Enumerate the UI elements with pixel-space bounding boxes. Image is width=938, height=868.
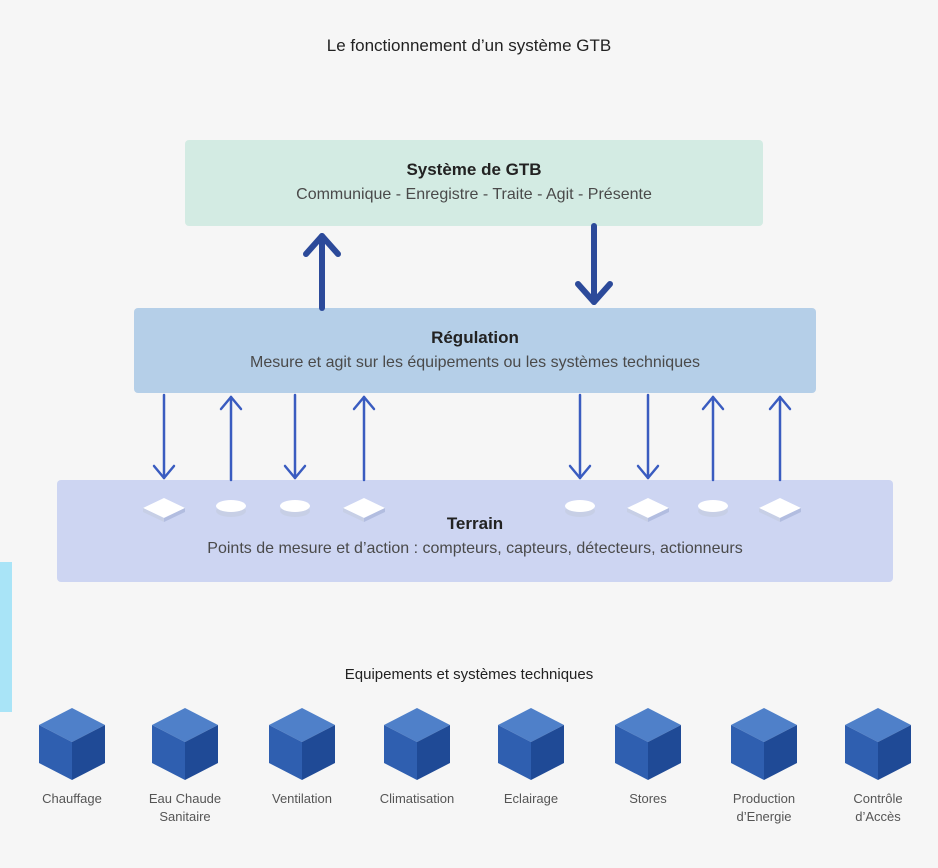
equipement-item: Stores bbox=[593, 706, 703, 808]
cube-icon bbox=[152, 708, 218, 780]
regulation-heading: Régulation bbox=[431, 328, 519, 347]
diamond-sensor-icon bbox=[627, 498, 669, 522]
cube-icon bbox=[615, 708, 681, 780]
thin-arrow-down-2 bbox=[283, 393, 307, 480]
cube-icon bbox=[498, 708, 564, 780]
diagram-title: Le fonctionnement d’un système GTB bbox=[326, 36, 612, 55]
thin-arrow-up-4 bbox=[768, 395, 792, 482]
equipement-item: Chauffage bbox=[17, 706, 127, 808]
cube-icon bbox=[845, 708, 911, 780]
thick-arrow-up bbox=[303, 233, 341, 311]
terrain-heading: Terrain bbox=[446, 514, 504, 533]
equipement-item: Climatisation bbox=[362, 706, 472, 808]
gtb-subtitle: Communique - Enregistre - Traite - Agit … bbox=[296, 186, 652, 203]
cube-icon bbox=[39, 708, 105, 780]
equipement-item: Production d’Energie bbox=[709, 706, 819, 826]
cube-icon bbox=[731, 708, 797, 780]
equipement-label-line1: Climatisation bbox=[379, 791, 455, 806]
disc-sensor-icon bbox=[698, 500, 728, 517]
diamond-sensor-icon bbox=[759, 498, 801, 522]
thick-arrow-down bbox=[575, 223, 613, 305]
left-accent-bar bbox=[0, 562, 12, 712]
diamond-sensor-icon bbox=[143, 498, 185, 522]
equipement-label-line1: Contrôle bbox=[853, 791, 903, 806]
gtb-heading: Système de GTB bbox=[406, 160, 542, 179]
disc-sensor-icon bbox=[565, 500, 595, 517]
regulation-box: Régulation Mesure et agit sur les équipe… bbox=[134, 308, 816, 393]
equipement-label-line1: Production bbox=[732, 791, 796, 806]
cube-icon bbox=[384, 708, 450, 780]
equipement-label-line1: Eau Chaude bbox=[148, 791, 222, 806]
terrain-box: Terrain Points de mesure et d’action : c… bbox=[57, 480, 893, 582]
cube-icon bbox=[269, 708, 335, 780]
equipement-item: Contrôle d’Accès bbox=[823, 706, 933, 826]
equipement-label-line1: Chauffage bbox=[42, 791, 102, 806]
thin-arrow-down-3 bbox=[568, 393, 592, 480]
equipement-label-line1: Stores bbox=[629, 791, 667, 806]
equipement-label-line2: Sanitaire bbox=[159, 809, 211, 824]
thin-arrow-up-2 bbox=[352, 395, 376, 482]
regulation-subtitle: Mesure et agit sur les équipements ou le… bbox=[249, 354, 700, 371]
thin-arrow-up-1 bbox=[219, 395, 243, 482]
thin-arrow-up-3 bbox=[701, 395, 725, 482]
gtb-system-box: Système de GTB Communique - Enregistre -… bbox=[185, 140, 763, 226]
equipement-label-line2: d’Accès bbox=[855, 809, 901, 824]
diamond-sensor-icon bbox=[343, 498, 385, 522]
thin-arrow-down-4 bbox=[636, 393, 660, 480]
disc-sensor-icon bbox=[216, 500, 246, 517]
equipement-label-line1: Ventilation bbox=[272, 791, 332, 806]
equipements-title: Equipements et systèmes techniques bbox=[344, 666, 594, 683]
equipement-item: Ventilation bbox=[247, 706, 357, 808]
equipement-label-line1: Eclairage bbox=[503, 791, 559, 806]
disc-sensor-icon bbox=[280, 500, 310, 517]
thin-arrow-down-1 bbox=[152, 393, 176, 480]
terrain-subtitle: Points de mesure et d’action : compteurs… bbox=[207, 540, 743, 557]
equipement-label-line2: d’Energie bbox=[736, 809, 792, 824]
equipement-item: Eclairage bbox=[476, 706, 586, 808]
